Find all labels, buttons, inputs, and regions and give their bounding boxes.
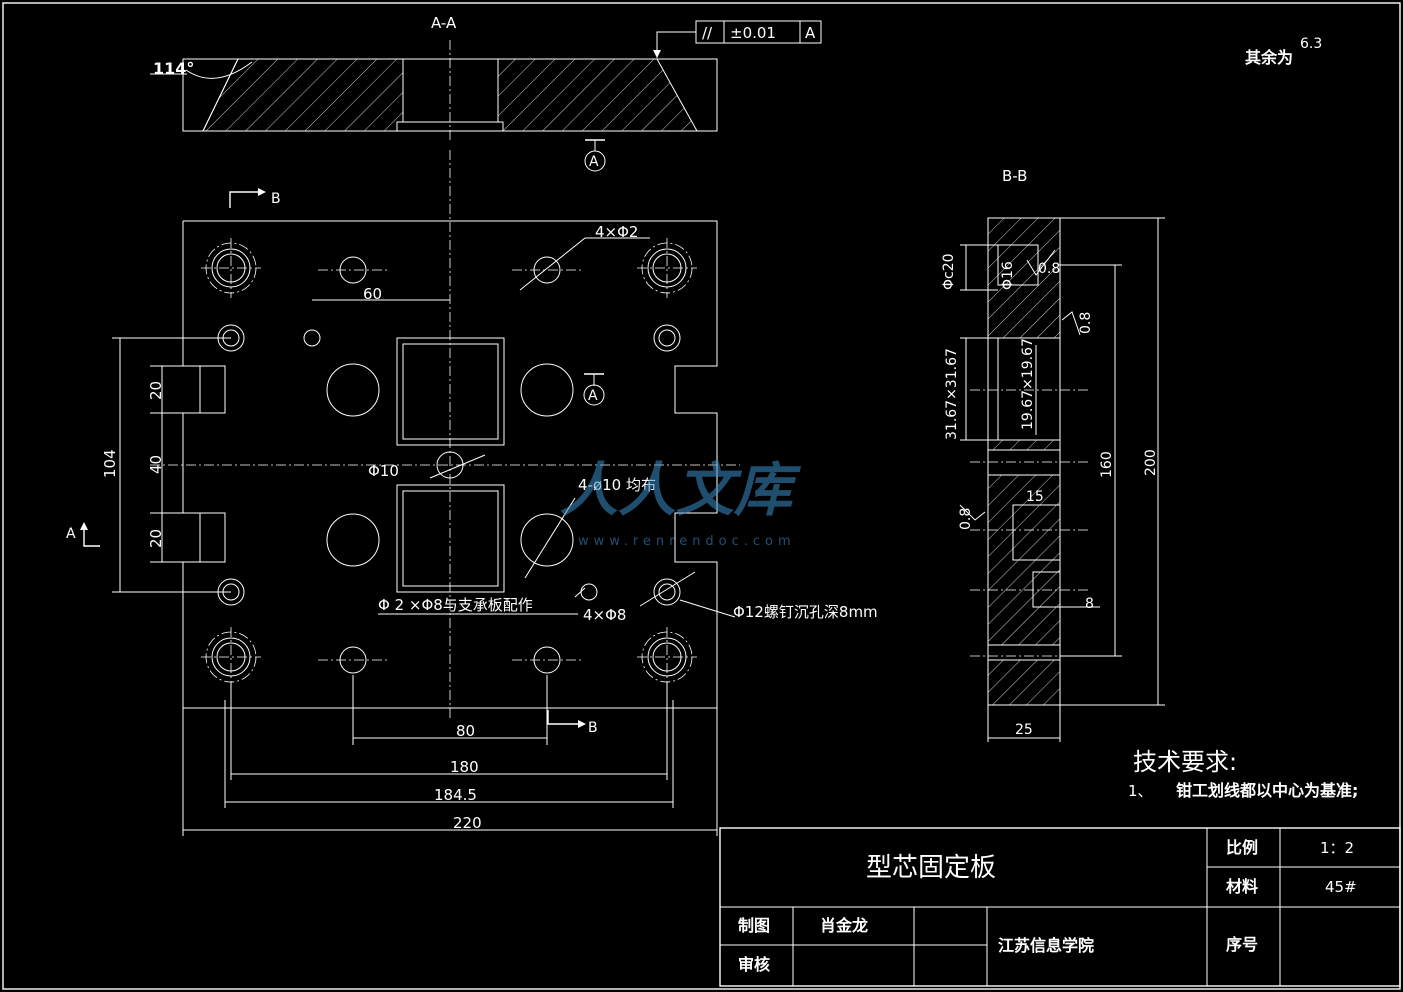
school-name: 江苏信息学院	[998, 936, 1094, 955]
tech-item-number: 1、	[1128, 782, 1153, 800]
dim-4x-phi2: 4×Φ2	[595, 223, 638, 241]
material-label: 材料	[1226, 877, 1258, 896]
dim-4-holes-10: 4-ø10 均布	[578, 476, 656, 494]
dim-phi10: Φ10	[368, 462, 399, 480]
datum-letter-top: A	[589, 154, 599, 170]
cut-b-top: B	[271, 191, 281, 207]
seq-label: 序号	[1226, 935, 1258, 954]
bb-dim-31-67: 31.67×31.67	[944, 348, 960, 440]
section-aa-view	[150, 20, 822, 172]
section-bb-view	[959, 217, 1165, 742]
bb-phi-c20: Φc20	[941, 253, 957, 290]
dim-20-top: 20	[147, 381, 165, 400]
check-label: 审核	[738, 955, 770, 974]
bb-dim-8: 8	[1085, 596, 1094, 612]
bb-roughness-3: 0.8	[958, 508, 974, 530]
section-bb-label: B-B	[1002, 167, 1027, 185]
tech-item-text: 钳工划线都以中心为基准;	[1176, 781, 1358, 800]
dim-pins-note: Φ 2 ×Φ8与支承板配作	[378, 596, 533, 614]
tolerance-value: ±0.01	[730, 24, 776, 42]
roughness-rest: 其余为	[1245, 48, 1293, 67]
roughness-rest-value: 6.3	[1300, 36, 1322, 52]
scale-value: 1：2	[1320, 839, 1354, 857]
material-value: 45#	[1325, 878, 1357, 896]
bb-dim-160: 160	[1099, 451, 1115, 478]
bb-dim-19-67: 19.67×19.67	[1020, 338, 1036, 430]
angle-label: 114°	[153, 59, 194, 78]
dim-80: 80	[456, 722, 475, 740]
dim-60: 60	[363, 285, 382, 303]
dim-40: 40	[147, 455, 165, 474]
dim-184-5: 184.5	[434, 786, 477, 804]
drawn-label: 制图	[738, 916, 770, 935]
tolerance-datum: A	[805, 24, 816, 42]
cut-a-left: A	[66, 526, 76, 542]
bb-dim-25: 25	[1015, 722, 1033, 738]
bb-dim-15: 15	[1026, 489, 1044, 505]
scale-label: 比例	[1226, 838, 1258, 857]
bb-dim-200: 200	[1143, 449, 1159, 476]
corner-bores	[201, 238, 697, 687]
datum-a-symbol	[584, 150, 606, 172]
bb-phi16: Φ16	[1000, 261, 1016, 290]
section-aa-label: A-A	[431, 14, 457, 32]
datum-letter-mid: A	[588, 388, 598, 404]
bb-roughness-1: 0.8	[1038, 261, 1060, 277]
watermark-logo: 人人文库	[560, 456, 802, 524]
core-pockets	[396, 337, 505, 593]
drawn-by: 肖金龙	[820, 916, 868, 935]
dim-4x-phi8: 4×Φ8	[583, 606, 626, 624]
plan-view	[80, 150, 740, 836]
dim-20-bottom: 20	[147, 529, 165, 548]
title-block	[719, 827, 1401, 987]
dim-screw-counterbore: Φ12螺钉沉孔深8mm	[733, 603, 878, 621]
watermark-url: www.renrendoc.com	[578, 534, 796, 549]
tech-heading: 技术要求:	[1133, 748, 1237, 776]
bb-roughness-2: 0.8	[1078, 312, 1094, 334]
cut-b-bottom: B	[588, 720, 598, 736]
part-title: 型芯固定板	[866, 853, 996, 883]
phi10-holes	[318, 256, 582, 674]
dim-104: 104	[101, 449, 119, 478]
tolerance-symbol: //	[702, 24, 713, 42]
dim-180: 180	[450, 758, 479, 776]
dim-220: 220	[453, 814, 482, 832]
